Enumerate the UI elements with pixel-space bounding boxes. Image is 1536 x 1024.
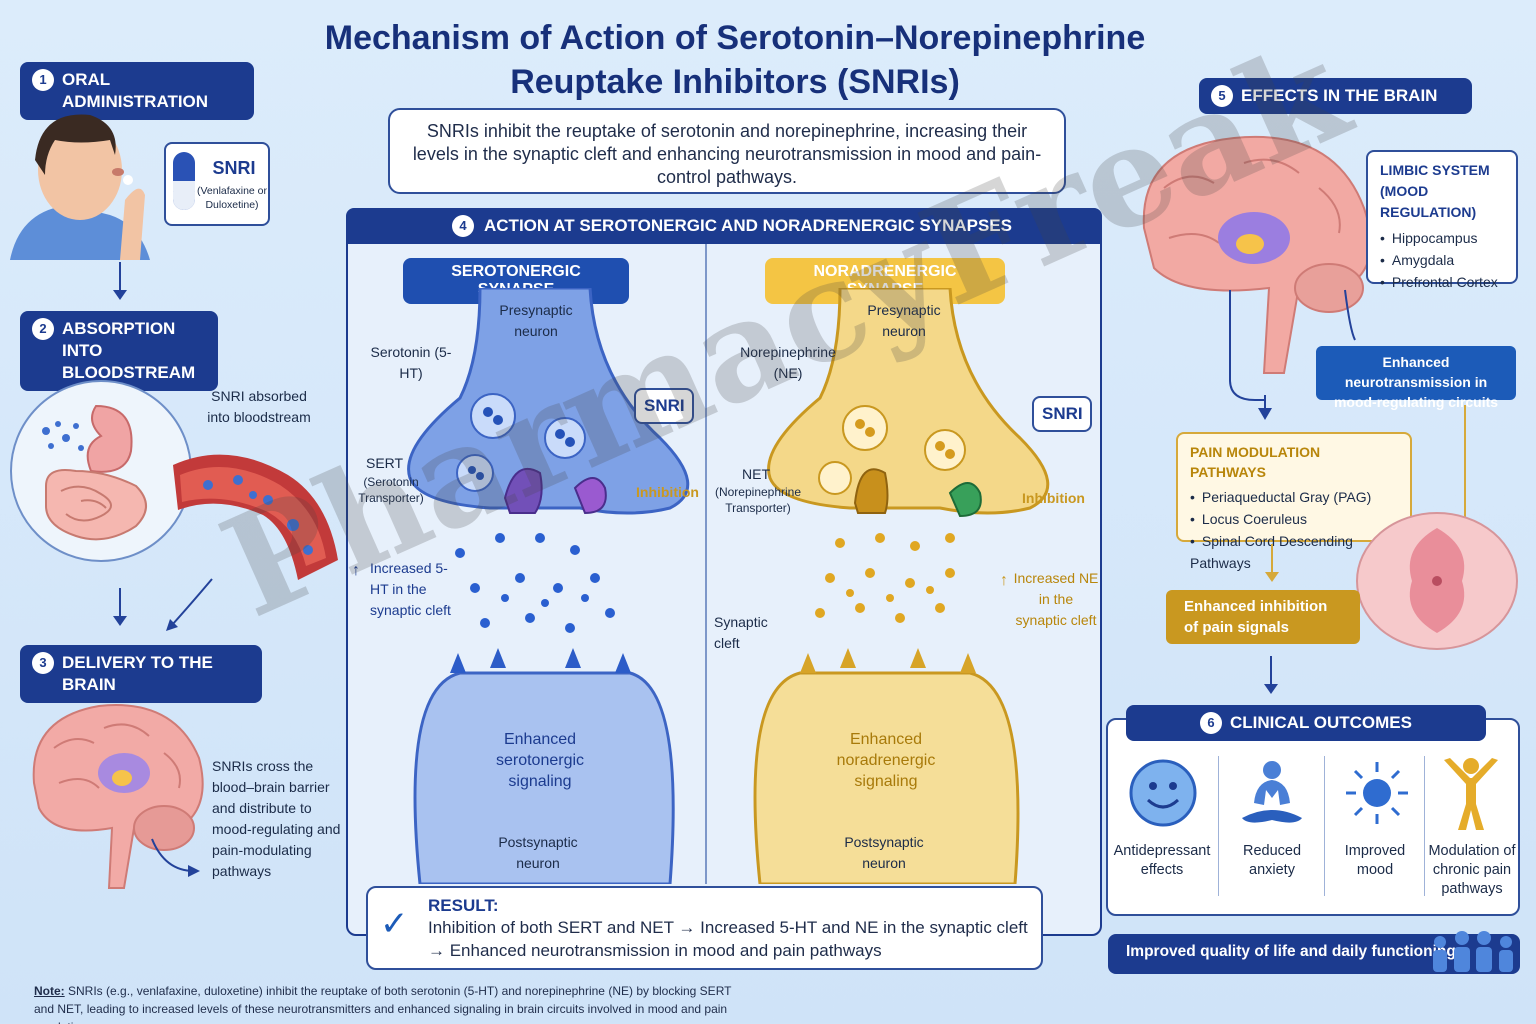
result-box: RESULT: Inhibition of both SERT and NET … xyxy=(366,886,1043,970)
sero-postsynaptic-label: Postsynaptic neuron xyxy=(498,834,578,871)
synaptic-cleft-label: Synaptic cleft xyxy=(714,614,768,651)
ne-postsynaptic-label: Postsynaptic neuron xyxy=(844,834,924,871)
sero-signaling-label: Enhanced serotonergic signaling xyxy=(495,731,585,790)
serotonin-label: Serotonin (5-HT) xyxy=(370,344,452,381)
step-number: 5 xyxy=(1211,85,1233,107)
net-label: NET xyxy=(742,466,770,482)
step-4-label: ACTION AT SEROTONERGIC AND NORADRENERGIC… xyxy=(484,216,1012,235)
step-4-header: 4 ACTION AT SEROTONERGIC AND NORADRENERG… xyxy=(346,208,1102,244)
net-full-label: (Norepinephrine Transporter) xyxy=(714,485,802,515)
blood-vessel-icon xyxy=(173,454,338,580)
sert-full-label: (Serotonin Transporter) xyxy=(358,475,424,505)
ne-inhibition-label: Inhibition xyxy=(1022,490,1085,506)
quality-text: Improved quality of life and daily funct… xyxy=(1126,943,1456,960)
pain-title: PAIN MODULATION PATHWAYS xyxy=(1190,444,1321,480)
sero-snri-tag: SNRI xyxy=(634,388,694,424)
page-title: Mechanism of Action of Serotonin–Norepin… xyxy=(324,19,1146,101)
spinal-cord-icon xyxy=(1356,512,1518,650)
ne-presynaptic-label: Presynaptic neuron xyxy=(867,302,941,339)
step-2-label: ABSORPTION INTO BLOODSTREAM xyxy=(62,319,196,382)
noradrenergic-synapse-illustration xyxy=(753,288,1050,884)
limbic-item: Amygdala xyxy=(1380,249,1504,271)
sero-increase-label: Increased 5-HT in the synaptic cleft xyxy=(370,560,451,618)
limbic-list: Hippocampus Amygdala Prefrontal Cortex xyxy=(1380,227,1504,293)
pill-examples: (Venlafaxine or Duloxetine) xyxy=(196,185,268,211)
pill-name: SNRI xyxy=(212,158,256,178)
limbic-item: Hippocampus xyxy=(1380,227,1504,249)
pain-list: Periaqueductal Gray (PAG) Locus Coeruleu… xyxy=(1190,486,1398,574)
arrow-up-icon: ↑ xyxy=(1000,572,1008,589)
result-heading: RESULT: xyxy=(428,896,499,915)
sun-icon xyxy=(1346,762,1408,824)
capsule-icon xyxy=(173,152,195,210)
delivery-note: SNRIs cross the blood–brain barrier and … xyxy=(212,758,341,879)
step-1-header: 1 ORAL ADMINISTRATION xyxy=(20,62,254,120)
step-6-header: 6 CLINICAL OUTCOMES xyxy=(1126,705,1486,741)
footnote: Note: SNRIs (e.g., venlafaxine, duloxeti… xyxy=(34,982,754,1024)
pain-item: Spinal Cord Descending Pathways xyxy=(1190,530,1398,574)
digestive-system-icon xyxy=(10,380,192,562)
person-arms-up-icon xyxy=(1444,758,1498,830)
arrow-down-icon xyxy=(1265,572,1279,582)
step-number: 4 xyxy=(452,215,474,237)
arrow-up-icon: ↑ xyxy=(352,562,360,579)
step-5-label: EFFECTS IN THE BRAIN xyxy=(1241,86,1438,105)
pain-item: Locus Coeruleus xyxy=(1190,508,1398,530)
pain-result: Enhanced inhibition of pain signals xyxy=(1166,590,1360,644)
limbic-item: Prefrontal Cortex xyxy=(1380,271,1504,293)
norepinephrine-label: Norepinephrine (NE) xyxy=(740,344,836,381)
outcome-antidepressant: Antidepressant effects xyxy=(1113,843,1211,878)
step-6-label: CLINICAL OUTCOMES xyxy=(1230,713,1412,732)
quality-bar xyxy=(1108,934,1520,974)
curved-arrow-icon xyxy=(151,838,200,877)
pain-item: Periaqueductal Gray (PAG) xyxy=(1190,486,1398,508)
step-number: 6 xyxy=(1200,712,1223,734)
ne-signaling-label: Enhanced noradrenergic signaling xyxy=(836,731,936,790)
arrow-down-icon xyxy=(113,616,127,626)
outcome-anxiety: Reduced anxiety xyxy=(1242,843,1302,878)
limbic-title: LIMBIC SYSTEM (MOOD REGULATION) xyxy=(1380,162,1490,220)
sero-presynaptic-label: Presynaptic neuron xyxy=(499,302,573,339)
people-group-icon xyxy=(1433,931,1513,972)
limbic-box: LIMBIC SYSTEM (MOOD REGULATION) Hippocam… xyxy=(1366,150,1518,290)
smiley-icon xyxy=(1129,759,1197,827)
ne-increase-label: Increased NE in the synaptic cleft xyxy=(1013,570,1099,628)
absorption-note: SNRI absorbed into bloodstream xyxy=(207,388,311,425)
person-taking-pill-icon xyxy=(10,114,150,260)
checkmark-icon: ✓ xyxy=(380,905,409,943)
outcome-mood: Improved mood xyxy=(1344,843,1406,878)
step-3-header: 3 DELIVERY TO THE BRAIN xyxy=(20,645,262,703)
arrow-down-icon xyxy=(113,290,127,300)
result-text: Inhibition of both SERT and NET → Increa… xyxy=(428,918,1028,960)
meditation-icon xyxy=(1242,761,1302,823)
serotonergic-synapse-illustration xyxy=(407,288,690,884)
brain-icon xyxy=(32,704,204,889)
step-3-label: DELIVERY TO THE BRAIN xyxy=(62,653,213,694)
step-number: 3 xyxy=(32,652,54,674)
limbic-result: Enhanced neurotransmission in mood-regul… xyxy=(1316,346,1516,410)
arrow-down-icon xyxy=(1264,684,1278,694)
step-number: 2 xyxy=(32,318,54,340)
step-2-header: 2 ABSORPTION INTO BLOODSTREAM xyxy=(20,311,218,391)
step-5-header: 5 EFFECTS IN THE BRAIN xyxy=(1199,78,1472,114)
footnote-label: Note: xyxy=(34,984,65,998)
outcome-pain: Modulation of chronic pain pathways xyxy=(1428,843,1516,897)
summary-box: SNRIs inhibit the reuptake of serotonin … xyxy=(388,108,1066,194)
pain-box: PAIN MODULATION PATHWAYS Periaqueductal … xyxy=(1176,432,1412,571)
step-1-label: ORAL ADMINISTRATION xyxy=(62,70,209,111)
panel-divider xyxy=(705,244,707,884)
step-number: 1 xyxy=(32,69,54,91)
footnote-text: SNRIs (e.g., venlafaxine, duloxetine) in… xyxy=(34,984,732,1024)
curved-arrow-icon xyxy=(166,578,213,631)
sero-inhibition-label: Inhibition xyxy=(636,484,699,500)
ne-snri-tag: SNRI xyxy=(1032,396,1092,432)
sert-label: SERT xyxy=(366,455,404,471)
